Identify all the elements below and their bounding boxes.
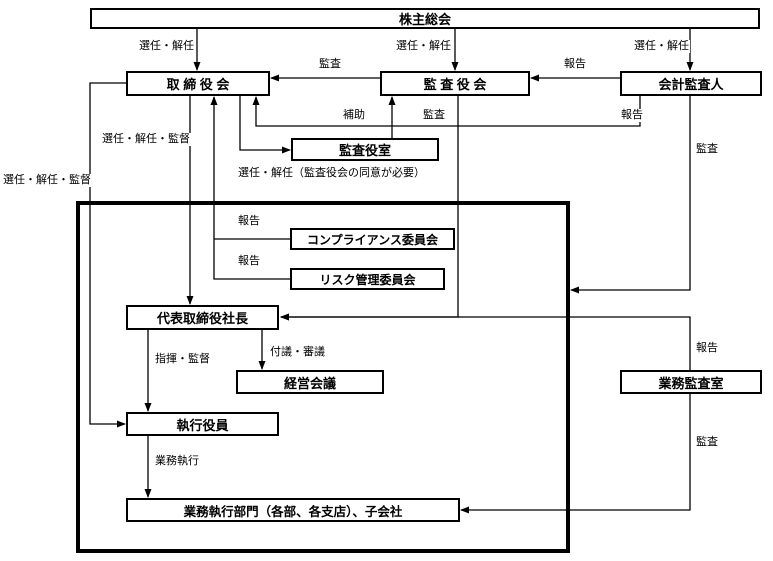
edge-acct-auditor-execsection-audit	[570, 96, 691, 294]
edge-label-appoint-auditors: 選任・解任	[395, 40, 452, 53]
edge-board-exec-officers-appoint	[89, 82, 126, 428]
edge-biz-audit-office-biz-exec-audit	[460, 394, 691, 514]
edge-label-internal-audit-report: 報告	[695, 342, 719, 355]
edge-label-audit-president: 監査	[422, 109, 446, 122]
node-compliance-committee-label: コンプライアンス委員会	[307, 232, 438, 247]
edge-label-report-board: 報告	[620, 109, 644, 122]
node-shareholders-meeting: 株主総会	[90, 8, 760, 29]
edge-board-audit-office-appoint	[239, 96, 291, 154]
node-internal-audit-office-label: 業務監査室	[658, 375, 724, 391]
edge-label-acct-audit-exec: 監査	[695, 143, 719, 156]
node-compliance-committee: コンプライアンス委員会	[290, 228, 455, 250]
edge-label-appoint-supervise-officers: 選任・解任・監督	[2, 174, 92, 187]
edge-label-direct-supervise: 指揮・監督	[154, 353, 211, 366]
node-board-of-auditors-label: 監 査 役 会	[423, 77, 487, 92]
node-board-of-directors-label: 取 締 役 会	[166, 77, 230, 92]
node-executive-officers-label: 執行役員	[176, 417, 229, 433]
node-auditors-office-label: 監査役室	[338, 143, 391, 158]
node-management-meeting: 経営会議	[236, 370, 384, 394]
node-business-execution-departments-label: 業務執行部門（各部、各支店）、子会社	[183, 504, 403, 519]
node-accounting-auditor: 会計監査人	[620, 71, 762, 96]
node-auditors-office: 監査役室	[291, 138, 439, 161]
node-internal-audit-office: 業務監査室	[620, 370, 762, 394]
node-president: 代表取締役社長	[126, 305, 279, 330]
edge-label-appoint-acct-auditor: 選任・解任	[633, 40, 690, 53]
edge-committees-board-report	[210, 96, 290, 280]
node-board-of-auditors: 監 査 役 会	[380, 71, 530, 96]
execution-section-frame	[76, 201, 570, 553]
node-board-of-directors: 取 締 役 会	[126, 71, 270, 96]
edge-label-appoint-audit-office: 選任・解任（監査役会の同意が必要）	[237, 167, 426, 180]
node-business-execution-departments: 業務執行部門（各部、各支店）、子会社	[126, 498, 460, 522]
edge-label-report-auditors: 報告	[563, 58, 587, 71]
edge-label-assist: 補助	[342, 109, 366, 122]
edge-label-compliance-report: 報告	[237, 215, 261, 228]
edge-label-deliberate: 付議・審議	[269, 346, 326, 359]
node-accounting-auditor-label: 会計監査人	[658, 77, 724, 92]
edge-acct-auditor-board-report	[252, 96, 641, 127]
node-executive-officers: 執行役員	[126, 412, 279, 436]
node-shareholders-meeting-label: 株主総会	[398, 12, 451, 27]
node-risk-management-committee-label: リスク管理委員会	[319, 272, 416, 287]
edge-label-audit-board: 監査	[318, 58, 342, 71]
node-risk-management-committee: リスク管理委員会	[290, 268, 445, 290]
node-president-label: 代表取締役社長	[156, 311, 248, 326]
edge-label-risk-report: 報告	[237, 255, 261, 268]
edge-label-business-execution: 業務執行	[154, 455, 200, 468]
edge-biz-audit-office-president-report	[280, 313, 691, 370]
node-management-meeting-label: 経営会議	[283, 375, 336, 391]
edge-label-appoint-supervise-president: 選任・解任・監督	[101, 133, 191, 146]
edge-label-appoint-board: 選任・解任	[138, 40, 195, 53]
edge-label-internal-audit-audit: 監査	[695, 436, 719, 449]
